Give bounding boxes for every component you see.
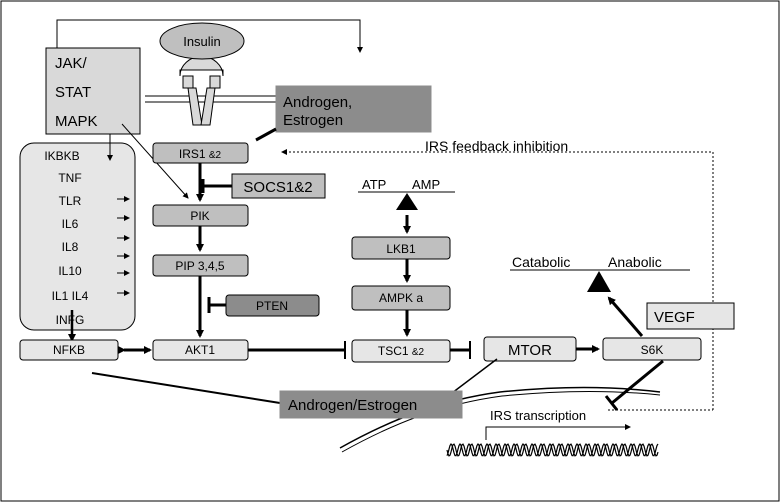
transcription-arrow bbox=[485, 424, 631, 440]
catabolic-label: Catabolic bbox=[512, 254, 570, 270]
androgen-estrogen-bottom-box bbox=[279, 390, 463, 419]
s6k-label: S6K bbox=[641, 343, 664, 357]
infg-label: INFG bbox=[56, 313, 85, 327]
stat-label: STAT bbox=[55, 84, 91, 101]
ikbkb-label: IKBKB bbox=[44, 149, 79, 163]
s6k-node bbox=[602, 337, 702, 361]
top-feedback-arrow bbox=[56, 19, 363, 53]
dna-curve-lower bbox=[341, 390, 661, 453]
androgen-to-irs-line bbox=[255, 127, 277, 142]
androgen-top-label: Androgen, bbox=[283, 94, 352, 111]
insulin-label: Insulin bbox=[183, 34, 221, 49]
jak-label: JAK/ bbox=[55, 55, 88, 72]
inflammation-panel bbox=[19, 142, 136, 331]
jak-stat-mapk-box bbox=[45, 47, 141, 135]
il10-label: IL10 bbox=[58, 264, 82, 278]
inflammation-small-arrows bbox=[117, 196, 130, 296]
lkb1-label: LKB1 bbox=[386, 242, 416, 256]
dna-helix-strand-icon bbox=[446, 442, 659, 457]
androgen-estrogen-top-box bbox=[275, 85, 432, 133]
estrogen-top-label: Estrogen bbox=[283, 112, 343, 129]
tlr-label: TLR bbox=[59, 194, 82, 208]
socs-label: SOCS1&2 bbox=[243, 179, 312, 196]
atp-amp-triangle-icon bbox=[396, 193, 418, 210]
pik-label: PIK bbox=[190, 209, 209, 223]
lkb1-node bbox=[351, 236, 451, 260]
pten-label: PTEN bbox=[256, 299, 288, 313]
androgen-estrogen-bottom-label: Androgen/Estrogen bbox=[288, 397, 417, 414]
s6k-inhibit-transcription-line bbox=[611, 359, 664, 405]
vegf-label: VEGF bbox=[654, 309, 695, 326]
il1-il4-label: IL1 IL4 bbox=[52, 289, 89, 303]
nfkb-label: NFKB bbox=[53, 343, 85, 357]
il8-label: IL8 bbox=[62, 240, 79, 254]
mapk-label: MAPK bbox=[55, 113, 98, 130]
pip-label: PIP 3,4,5 bbox=[175, 259, 224, 273]
irs-feedback-label: IRS feedback inhibition bbox=[425, 138, 568, 154]
vegf-node bbox=[646, 302, 735, 330]
androgen-bottom-left-line bbox=[91, 372, 281, 404]
androgen-to-mtor-line bbox=[451, 358, 498, 394]
dna-helix-icon bbox=[446, 443, 659, 457]
irs-transcription-label: IRS transcription bbox=[490, 408, 586, 423]
socs-node bbox=[231, 173, 326, 199]
amp-label: AMP bbox=[412, 177, 440, 192]
s6k-to-anabolic-arrow bbox=[607, 296, 644, 337]
tnf-label: TNF bbox=[58, 171, 81, 185]
atp-label: ATP bbox=[362, 177, 386, 192]
s6k-inhibit-transcription-bar bbox=[604, 395, 619, 411]
il6-label: IL6 bbox=[62, 217, 79, 231]
insulin-node bbox=[159, 22, 245, 60]
mtor-label: MTOR bbox=[508, 342, 552, 359]
ampk-label: AMPK a bbox=[379, 291, 423, 305]
anabolic-label: Anabolic bbox=[608, 254, 662, 270]
irs1-2-label: IRS1 &2 bbox=[179, 147, 222, 161]
insulin-receptor-icon bbox=[179, 56, 224, 126]
dna-curve-upper bbox=[339, 386, 661, 449]
ampk-node bbox=[351, 285, 451, 311]
tsc-label: TSC1 &2 bbox=[378, 344, 425, 358]
pten-node bbox=[225, 294, 320, 317]
catabolic-anabolic-triangle-icon bbox=[587, 271, 611, 292]
akt1-label: AKT1 bbox=[185, 343, 215, 357]
